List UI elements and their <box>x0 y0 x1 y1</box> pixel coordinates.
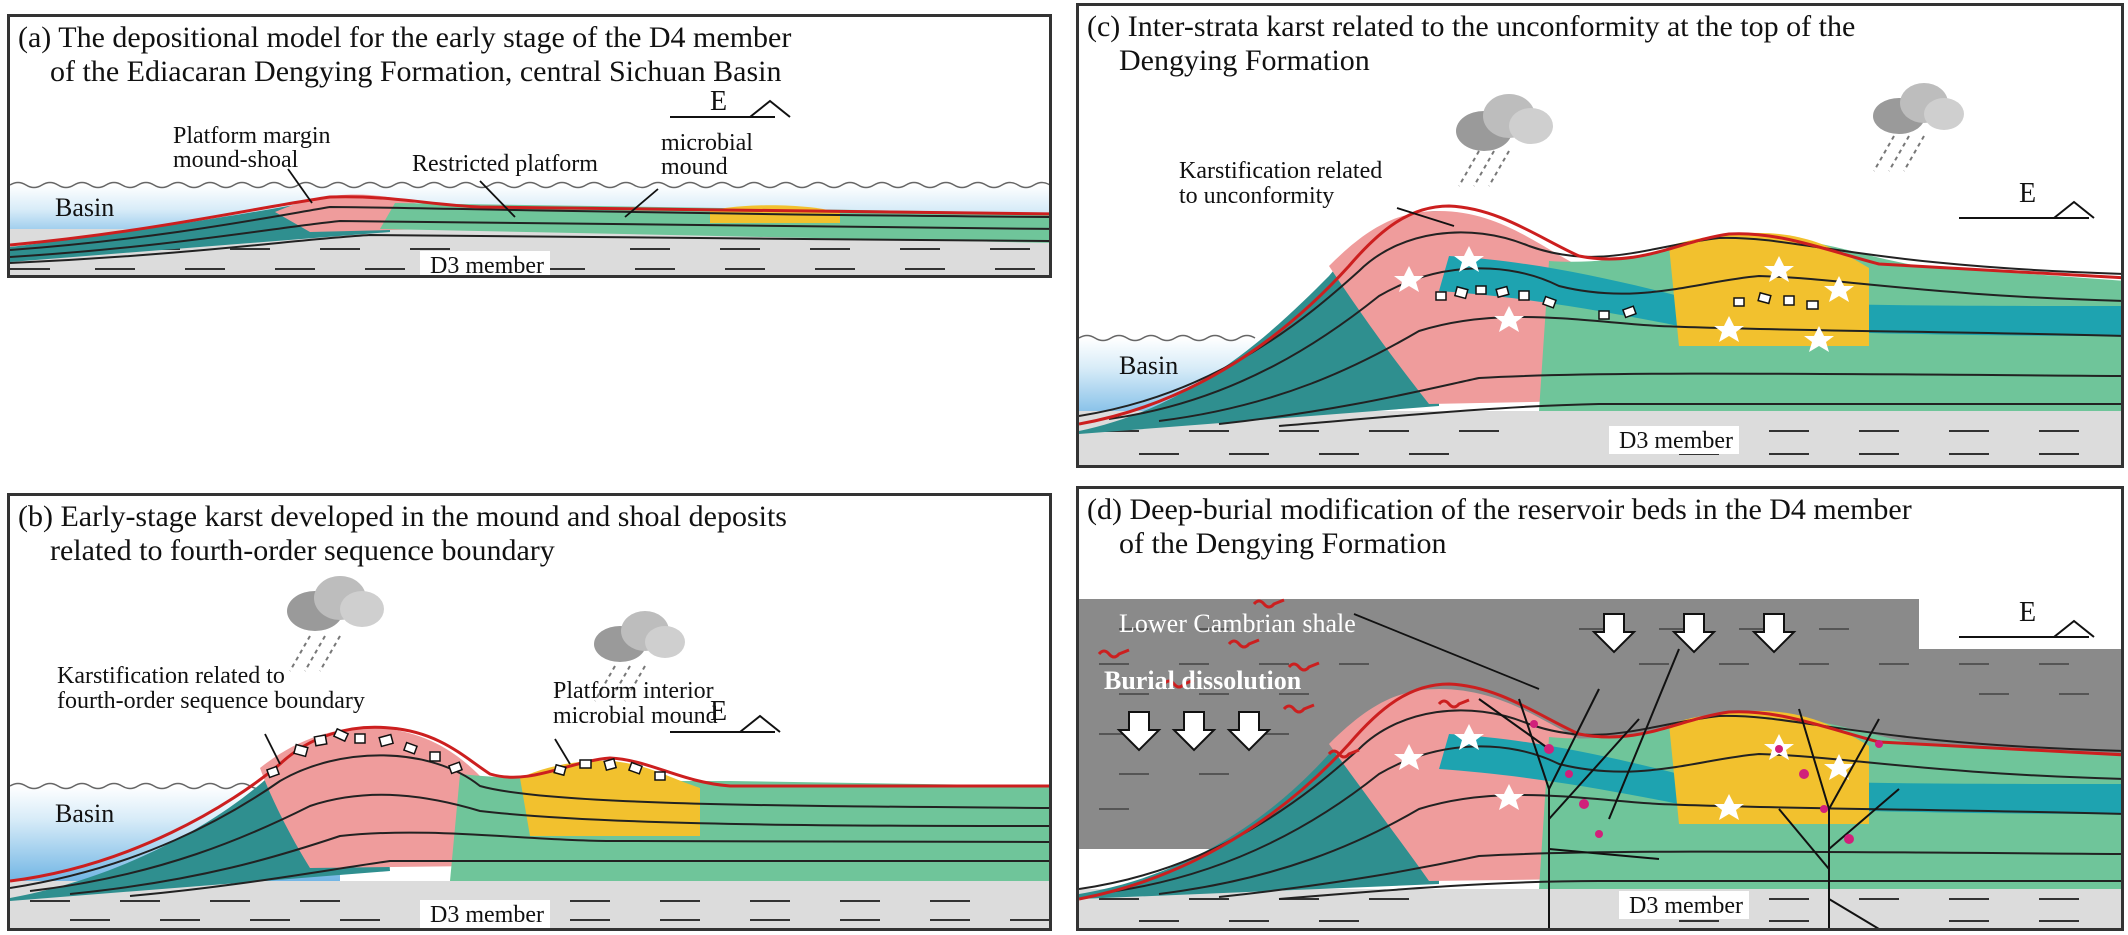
east-direction-icon <box>670 714 781 733</box>
karst-breccia-clasts <box>265 727 666 781</box>
label-d3-member: D3 member <box>430 253 544 278</box>
panel-a-title-line2: of the Ediacaran Dengying Formation, cen… <box>50 55 782 88</box>
karst-breccia-clasts <box>1435 285 1819 320</box>
unconformity-surface <box>1079 204 2121 426</box>
label-microbial: microbial <box>661 130 753 156</box>
downward-burial-arrows <box>1116 613 1797 752</box>
panel-b-title-line2: related to fourth-order sequence boundar… <box>50 534 555 567</box>
panel-c-cross-section: Karstification related to unconformity B… <box>1079 83 2121 465</box>
panel-b-title-line1: (b) Early-stage karst developed in the m… <box>18 500 787 533</box>
label-lower-cambrian-shale: Lower Cambrian shale <box>1119 609 1356 638</box>
label-interior-line1: Platform interior <box>553 678 714 704</box>
sea-level-line <box>1079 334 1256 342</box>
label-basin: Basin <box>55 799 114 828</box>
label-east: E <box>710 86 727 117</box>
panel-d-title-line1: (d) Deep-burial modification of the rese… <box>1087 493 1912 526</box>
sequence-boundary-surface <box>10 725 1049 883</box>
interior-microbial-mound <box>1669 232 1869 346</box>
label-restricted-platform: Restricted platform <box>412 151 598 177</box>
sea-level-line <box>10 782 267 790</box>
platform-top-surface <box>10 195 1049 247</box>
d3-label-box <box>420 251 550 275</box>
panel-d: Lower Cambrian shale Burial dissolution … <box>1076 486 2124 931</box>
d3-label-box <box>420 900 550 928</box>
label-karst-line2: to unconformity <box>1179 183 1334 209</box>
panel-d-title-line2: of the Dengying Formation <box>1119 527 1447 560</box>
label-east: E <box>2019 597 2036 628</box>
rain-cloud-icon <box>1456 94 1553 187</box>
label-mound: mound <box>661 154 728 180</box>
label-east: E <box>2019 178 2036 209</box>
interior-microbial-mound <box>1669 710 1869 824</box>
intrashoal-teal-bed <box>1439 256 2121 336</box>
panel-c: Karstification related to unconformity B… <box>1076 3 2124 468</box>
rain-cloud-icon <box>287 576 384 672</box>
burial-dissolution-vugs <box>1530 720 1883 844</box>
label-interior-line2: microbial mound <box>553 703 718 729</box>
unconformity-surface <box>1079 682 2121 901</box>
label-east: E <box>710 696 727 727</box>
dissolution-vugs <box>1394 246 1854 352</box>
panel-b: Basin Karstification related to fourth-o… <box>7 493 1052 931</box>
panel-c-title-line1: (c) Inter-strata karst related to the un… <box>1087 10 1856 43</box>
panel-a: Basin Platform margin mound-shoal Restri… <box>7 14 1052 278</box>
d3-label-box <box>1609 426 1739 454</box>
margin-mound-shoal <box>1329 689 1579 881</box>
rain-cloud-icon <box>594 611 685 702</box>
intrashoal-teal-bed <box>1439 734 2121 814</box>
label-d3-member: D3 member <box>1619 428 1733 454</box>
label-karst-line2: fourth-order sequence boundary <box>57 688 365 714</box>
east-direction-icon <box>1959 200 2095 219</box>
margin-mound-shoal <box>1329 211 1579 404</box>
fracture-network <box>1478 648 1900 928</box>
d3-label-box <box>1619 891 1749 919</box>
east-direction-icon <box>1959 619 2095 638</box>
label-karst-line1: Karstification related <box>1179 158 1382 184</box>
label-basin: Basin <box>55 193 114 222</box>
label-platform-margin: Platform margin <box>173 123 331 149</box>
label-burial-dissolution: Burial dissolution <box>1104 666 1302 695</box>
label-basin: Basin <box>1119 351 1178 380</box>
panel-d-cross-section: Lower Cambrian shale Burial dissolution … <box>1079 597 2121 928</box>
panel-a-cross-section: Basin Platform margin mound-shoal Restri… <box>10 86 1049 278</box>
fluid-flow-arrows <box>1097 598 1470 759</box>
panel-c-title-line2: Dengying Formation <box>1119 44 1370 77</box>
label-d3-member: D3 member <box>1629 893 1743 919</box>
panel-b-cross-section: Basin Karstification related to fourth-o… <box>10 576 1049 928</box>
sea-level-line <box>10 181 1049 189</box>
label-mound-shoal: mound-shoal <box>173 147 299 173</box>
east-direction-icon <box>670 99 791 118</box>
label-karst-line1: Karstification related to <box>57 663 285 689</box>
panel-a-title-line1: (a) The depositional model for the early… <box>18 21 792 54</box>
rain-cloud-icon <box>1873 83 1964 172</box>
label-d3-member: D3 member <box>430 902 544 928</box>
